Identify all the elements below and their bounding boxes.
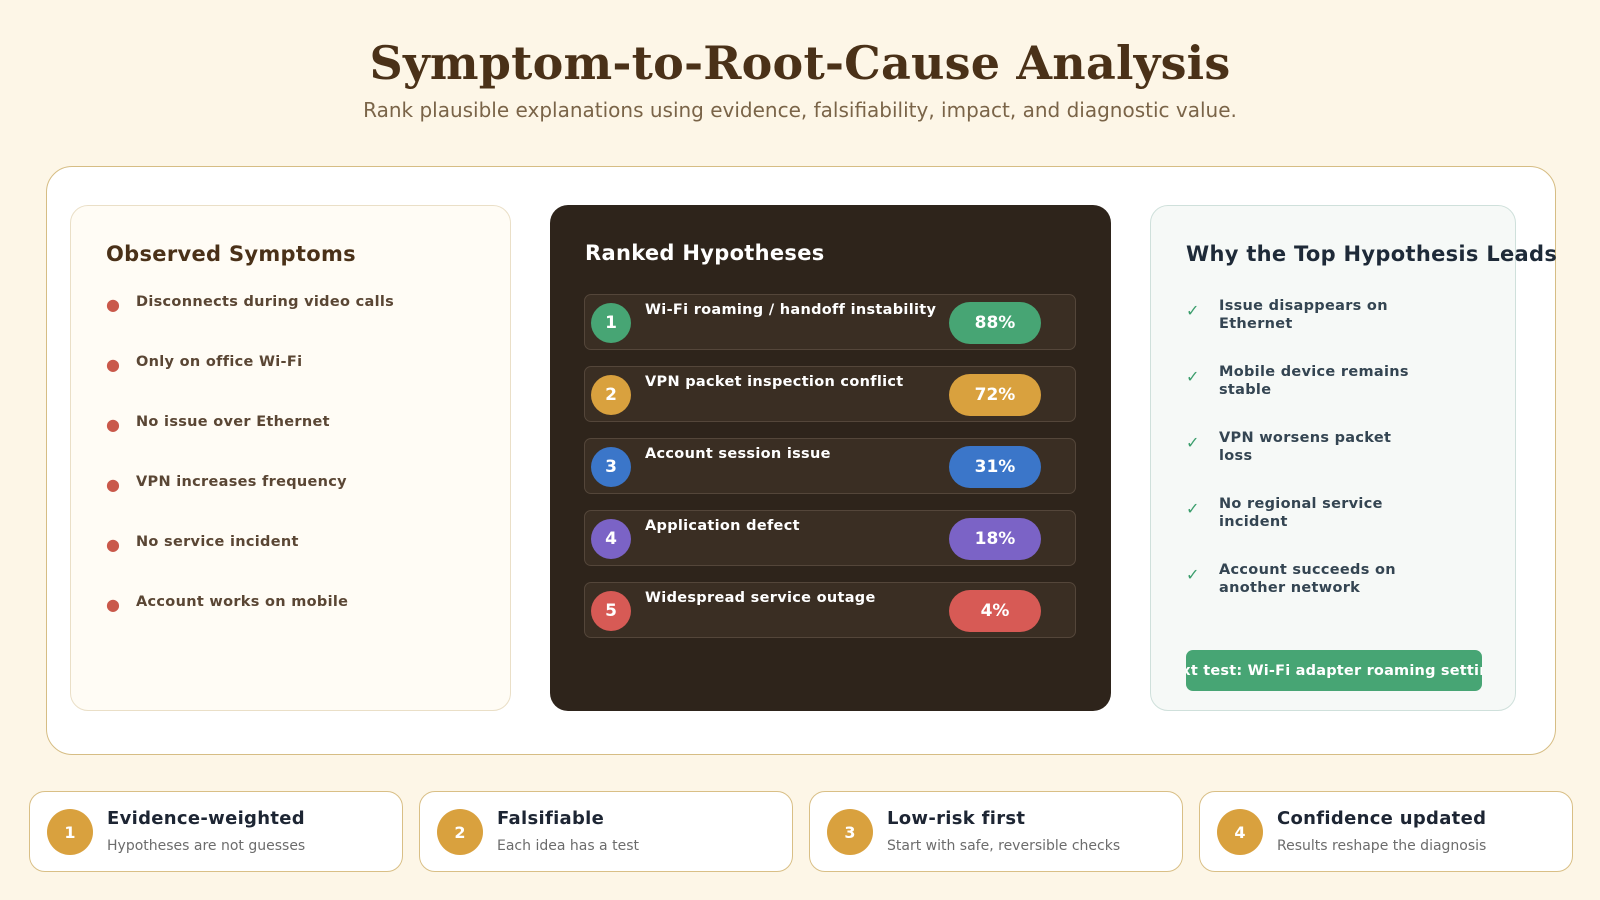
symptom-item: ● Account works on mobile [106, 592, 394, 652]
hypothesis-label: Account session issue [645, 446, 831, 462]
page-subtitle: Rank plausible explanations using eviden… [363, 98, 1237, 122]
evidence-item: ✓ Mobile device remains stable [1186, 363, 1429, 429]
check-icon: ✓ [1186, 367, 1200, 386]
symptom-text: No service incident [136, 534, 299, 550]
confidence-pill: 88% [949, 302, 1041, 344]
hypothesis-label: Wi-Fi roaming / handoff instability [645, 302, 937, 318]
evidence-text: Issue disappears on Ethernet [1219, 298, 1388, 332]
evidence-item: ✓ VPN worsens packet loss [1186, 429, 1429, 495]
symptom-text: No issue over Ethernet [136, 414, 330, 430]
hypotheses-panel: Ranked Hypotheses 1 Wi-Fi roaming / hand… [550, 205, 1111, 711]
evidence-list: ✓ Issue disappears on Ethernet ✓ Mobile de… [1186, 297, 1429, 627]
next-test-button[interactable]: Next test: Wi-Fi adapter roaming setting… [1186, 650, 1482, 691]
confidence-pill: 31% [949, 446, 1041, 488]
card-title: Confidence updated [1277, 808, 1487, 829]
evidence-item: ✓ Issue disappears on Ethernet [1186, 297, 1429, 363]
bullet-icon: ● [106, 475, 120, 494]
hypotheses-title: Ranked Hypotheses [585, 241, 825, 265]
principle-card: 3 Low-risk first Start with safe, revers… [809, 791, 1183, 872]
symptom-text: Account works on mobile [136, 594, 349, 610]
confidence-pill: 4% [949, 590, 1041, 632]
check-icon: ✓ [1186, 433, 1200, 452]
card-title: Evidence-weighted [107, 808, 305, 829]
card-description: Results reshape the diagnosis [1277, 838, 1487, 854]
rank-badge: 3 [591, 447, 631, 487]
bullet-icon: ● [106, 415, 120, 434]
symptom-text: Only on office Wi-Fi [136, 354, 303, 370]
symptom-text: Disconnects during video calls [136, 294, 395, 310]
card-number-badge: 1 [47, 809, 93, 855]
header: Symptom-to-Root-Cause Analysis Rank plau… [0, 36, 1600, 122]
rank-badge: 5 [591, 591, 631, 631]
card-number-badge: 4 [1217, 809, 1263, 855]
rank-badge: 4 [591, 519, 631, 559]
symptom-item: ● No service incident [106, 532, 394, 592]
hypothesis-row: 3 Account session issue 31% [584, 438, 1076, 494]
evidence-text: No regional service incident [1219, 496, 1383, 530]
principle-card: 2 Falsifiable Each idea has a test [419, 791, 793, 872]
symptom-item: ● VPN increases frequency [106, 472, 394, 532]
rank-badge: 1 [591, 303, 631, 343]
card-description: Hypotheses are not guesses [107, 838, 306, 854]
confidence-pill: 72% [949, 374, 1041, 416]
symptom-item: ● Only on office Wi-Fi [106, 352, 394, 412]
hypothesis-row: 4 Application defect 18% [584, 510, 1076, 566]
hypothesis-row: 1 Wi-Fi roaming / handoff instability 88… [584, 294, 1076, 350]
symptom-list: ● Disconnects during video calls ● Only on… [106, 292, 394, 652]
principle-card: 1 Evidence-weighted Hypotheses are not g… [29, 791, 403, 872]
check-icon: ✓ [1186, 301, 1200, 320]
symptom-item: ● Disconnects during video calls [106, 292, 394, 352]
bullet-icon: ● [106, 295, 120, 314]
why-panel: Why the Top Hypothesis Leads ✓ Issue disa… [1150, 205, 1557, 711]
why-title: Why the Top Hypothesis Leads [1186, 242, 1558, 266]
symptom-item: ● No issue over Ethernet [106, 412, 394, 472]
evidence-text: Account succeeds on another network [1219, 562, 1396, 596]
bullet-icon: ● [106, 595, 120, 614]
hypothesis-row: 5 Widespread service outage 4% [584, 582, 1076, 638]
hypothesis-label: VPN packet inspection conflict [645, 374, 904, 390]
hypothesis-label: Application defect [645, 518, 800, 534]
symptom-text: VPN increases frequency [136, 474, 347, 490]
bullet-icon: ● [106, 355, 120, 374]
evidence-text: Mobile device remains stable [1219, 364, 1409, 398]
page-title: Symptom-to-Root-Cause Analysis [369, 36, 1231, 90]
confidence-pill: 18% [949, 518, 1041, 560]
evidence-item: ✓ Account succeeds on another network [1186, 561, 1429, 627]
card-title: Low-risk first [887, 808, 1026, 829]
check-icon: ✓ [1186, 565, 1200, 584]
hypothesis-label: Widespread service outage [645, 590, 876, 606]
bullet-icon: ● [106, 535, 120, 554]
card-number-badge: 3 [827, 809, 873, 855]
hypothesis-row: 2 VPN packet inspection conflict 72% [584, 366, 1076, 422]
rank-badge: 2 [591, 375, 631, 415]
card-title: Falsifiable [497, 808, 605, 829]
evidence-text: VPN worsens packet loss [1219, 430, 1392, 464]
check-icon: ✓ [1186, 499, 1200, 518]
card-description: Start with safe, reversible checks [887, 838, 1121, 854]
symptoms-panel: Observed Symptoms ● Disconnects during vi… [70, 205, 511, 711]
principle-card: 4 Confidence updated Results reshape the… [1199, 791, 1573, 872]
card-number-badge: 2 [437, 809, 483, 855]
card-description: Each idea has a test [497, 838, 639, 854]
symptoms-title: Observed Symptoms [106, 242, 356, 266]
evidence-item: ✓ No regional service incident [1186, 495, 1429, 561]
hypothesis-list: 1 Wi-Fi roaming / handoff instability 88… [584, 294, 1076, 654]
